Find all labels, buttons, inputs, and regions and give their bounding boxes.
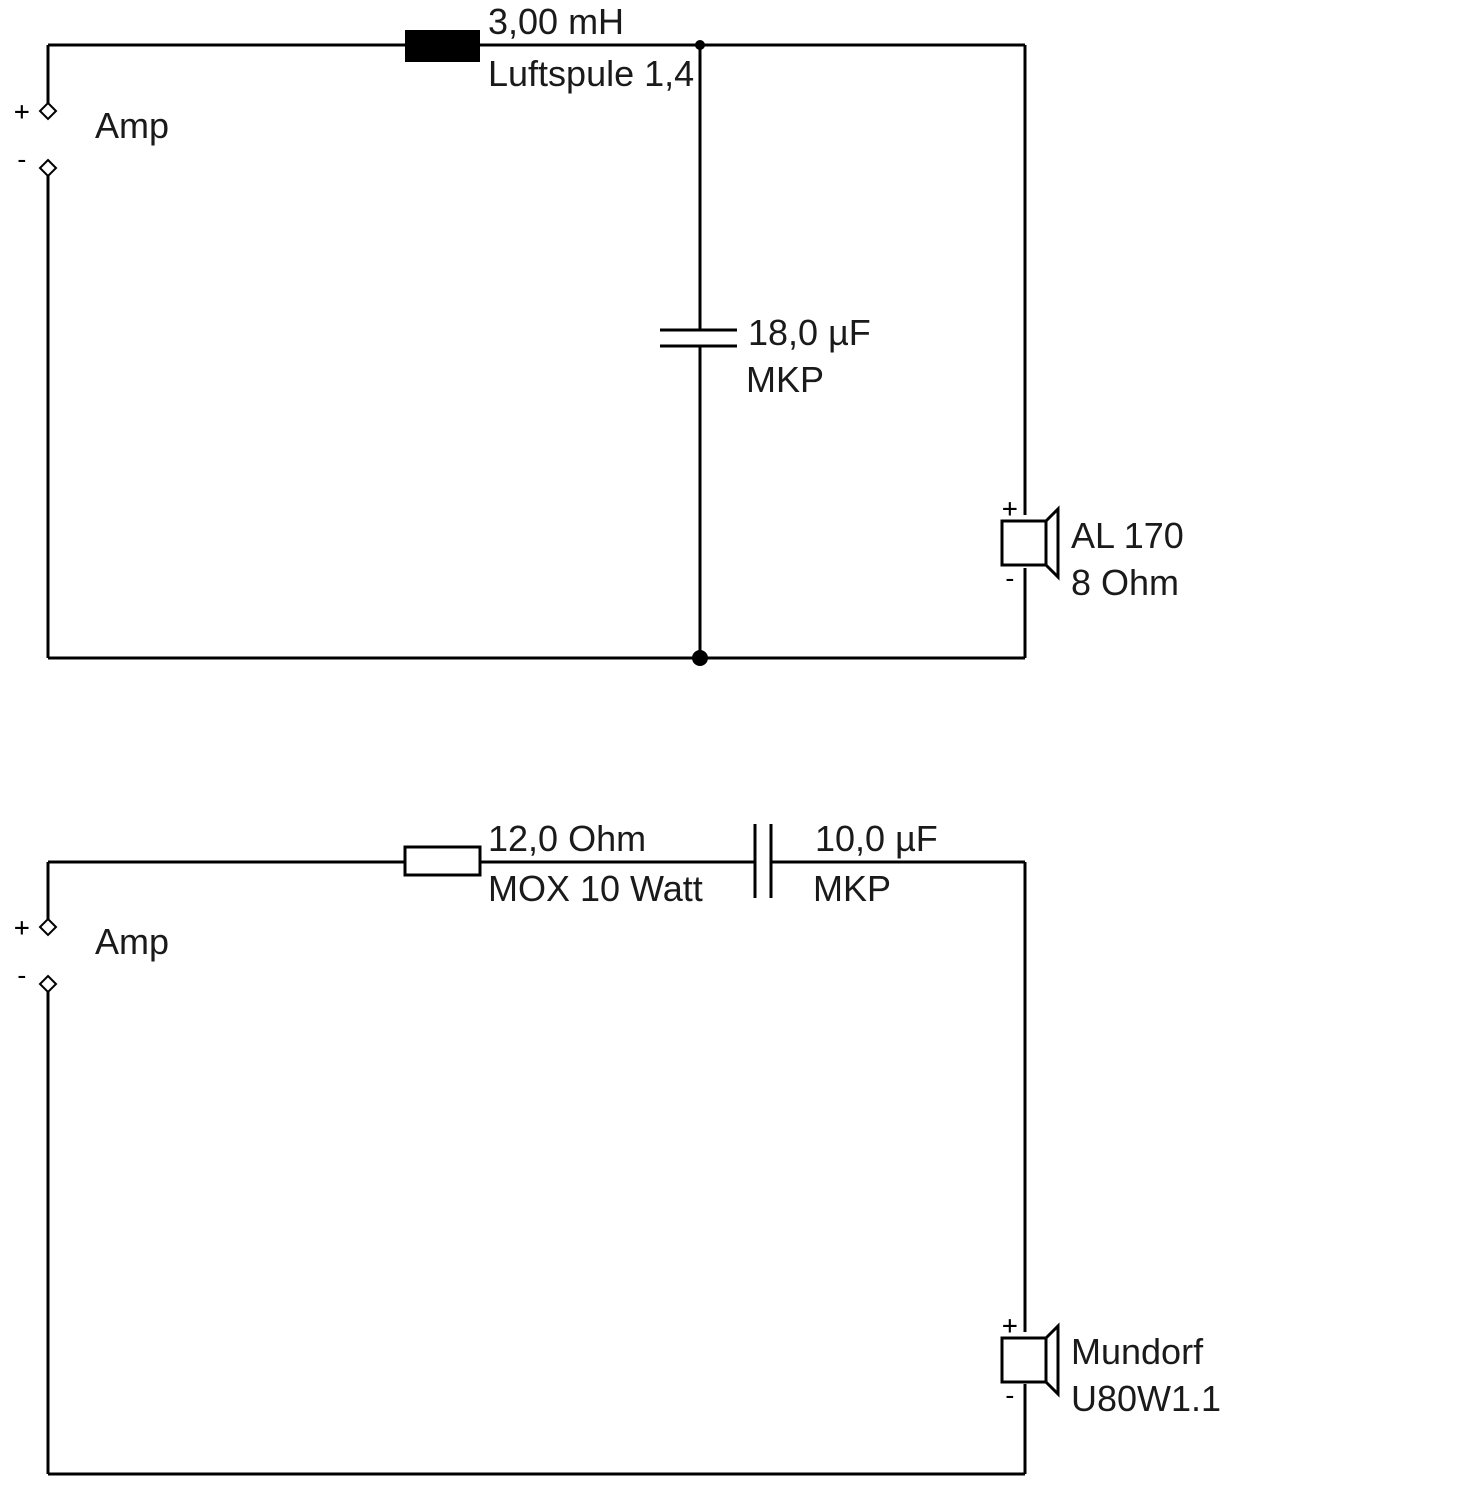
inductor-type: Luftspule 1,4 xyxy=(488,53,694,94)
speaker-spec: 8 Ohm xyxy=(1071,562,1179,603)
amp-terminal-plus: + xyxy=(14,97,58,127)
amp-label: Amp xyxy=(95,921,169,962)
speaker-icon: + - xyxy=(1000,1311,1060,1411)
capacitor-value: 18,0 µF xyxy=(748,312,871,353)
resistor-symbol xyxy=(403,845,482,877)
svg-text:+: + xyxy=(1002,494,1018,524)
svg-text:-: - xyxy=(14,145,30,175)
inductor-symbol xyxy=(405,30,480,62)
svg-text:-: - xyxy=(1002,1381,1018,1411)
svg-text:+: + xyxy=(14,97,30,127)
svg-text:+: + xyxy=(1002,1311,1018,1341)
capacitor-type: MKP xyxy=(813,868,891,909)
svg-text:-: - xyxy=(14,961,30,991)
svg-text:-: - xyxy=(1002,564,1018,594)
circuit-2-highpass: 12,0 Ohm MOX 10 Watt 10,0 µF MKP + - Amp… xyxy=(14,818,1221,1476)
svg-text:+: + xyxy=(14,913,30,943)
capacitor-type: MKP xyxy=(746,359,824,400)
junction-dot xyxy=(692,650,708,666)
speaker-icon: + - xyxy=(1000,494,1060,594)
capacitor-value: 10,0 µF xyxy=(815,818,938,859)
speaker-spec: U80W1.1 xyxy=(1071,1378,1221,1419)
inductor-value: 3,00 mH xyxy=(488,1,624,42)
junction-dot xyxy=(695,40,705,50)
speaker-name: AL 170 xyxy=(1071,515,1184,556)
resistor-value: 12,0 Ohm xyxy=(488,818,646,859)
capacitor-symbol xyxy=(753,824,773,898)
amp-terminal-minus: - xyxy=(14,145,58,178)
resistor-type: MOX 10 Watt xyxy=(488,868,703,909)
capacitor-symbol xyxy=(660,328,737,348)
amp-label: Amp xyxy=(95,105,169,146)
circuit-1-lowpass: 3,00 mH Luftspule 1,4 18,0 µF MKP + - Am… xyxy=(14,1,1184,666)
amp-terminal-minus: - xyxy=(14,961,58,994)
amp-terminal-plus: + xyxy=(14,913,58,943)
speaker-name: Mundorf xyxy=(1071,1331,1204,1372)
